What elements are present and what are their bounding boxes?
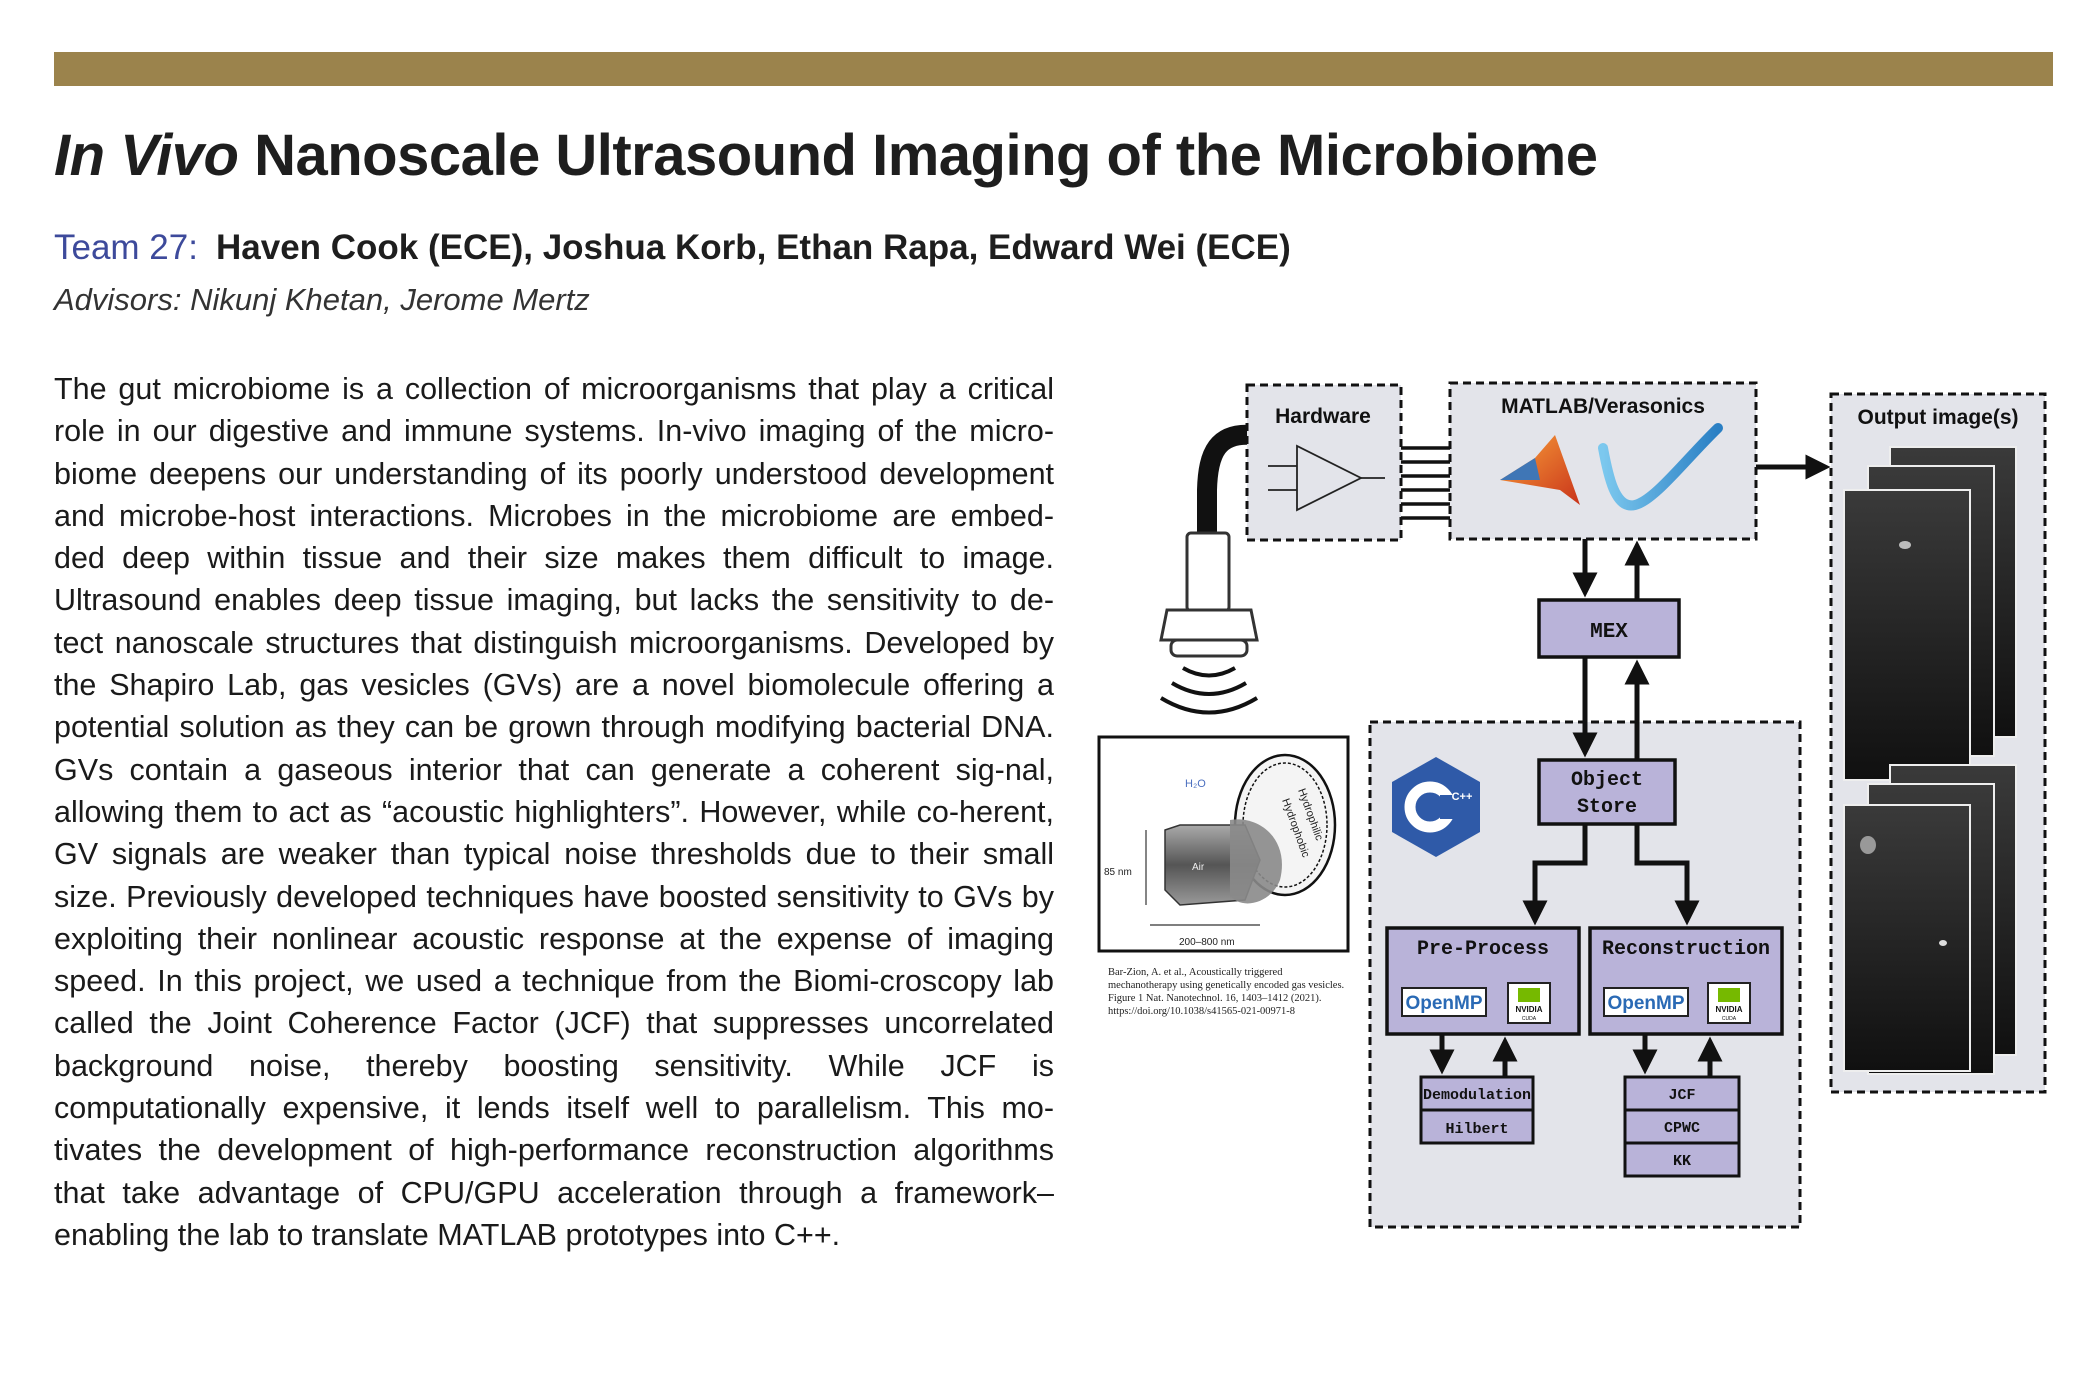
reconstruction-label: Reconstruction [1602,938,1770,961]
gv-height-label: 85 nm [1104,867,1132,878]
hardware-box [1245,383,1403,542]
amplifier-icon [1268,444,1385,512]
team-members: Haven Cook (ECE), Joshua Korb, Ethan Rap… [215,228,1291,267]
openmp-text-2: OpenMP [1607,993,1684,1014]
kk-box [1623,1141,1741,1178]
mex-label: MEX [1590,621,1628,644]
arrow-store-to-preprocess [1522,824,1588,926]
cuda-text: CUDA [1522,1016,1537,1022]
abstract-text: The gut microbiome is a collection of mi… [54,372,1054,1252]
hilbert-label: Hilbert [1445,1121,1508,1138]
title-italic: In Vivo [54,123,239,188]
cpp-logo-text: C++ [1452,791,1473,803]
nvidia-cuda-logo-icon: NVIDIA CUDA [1507,982,1551,1024]
figure-citation: Bar-Zion, A. et al., Acoustically trigge… [1108,967,1345,1017]
arrow-store-to-reconstruction [1634,824,1700,926]
object-store-box [1537,758,1677,826]
ultrasound-image-stack-2 [1843,764,2017,1075]
nvidia-text-2: NVIDIA [1715,1005,1742,1014]
advisors: Advisors: Nikunj Khetan, Jerome Mertz [54,282,590,317]
mex-box [1537,598,1681,659]
ultrasound-probe-icon [1159,424,1263,715]
nvidia-cuda-logo-icon-2: NVIDIA CUDA [1707,982,1751,1024]
cpwc-box [1623,1108,1741,1145]
poster-title: In Vivo Nanoscale Ultrasound Imaging of … [54,122,1598,189]
hardware-label: Hardware [1275,405,1371,428]
nvidia-text: NVIDIA [1515,1005,1542,1014]
cpwc-label: CPWC [1664,1120,1700,1137]
output-label: Output image(s) [1858,406,2019,429]
team-colon: : [188,228,198,267]
team-label: Team 27 [54,228,189,267]
cuda-text-2: CUDA [1722,1016,1737,1022]
team-line: Team 27: Haven Cook (ECE), Joshua Korb, E… [54,228,1291,268]
header-color-bar [54,52,2053,86]
matlab-logo-icon [1500,435,1580,505]
kk-label: KK [1673,1153,1691,1170]
verasonics-logo-icon [1598,423,1723,511]
preprocess-label: Pre-Process [1417,938,1549,961]
gv-air-label: Air [1192,862,1205,873]
system-diagram: Hardware MATLAB/Verasonics Output image(… [1097,381,2047,1229]
gv-width-label: 200–800 nm [1179,937,1235,948]
hilbert-box [1419,1108,1535,1145]
openmp-logo-icon: OpenMP [1401,987,1487,1017]
object-store-label-1: Object [1571,769,1643,792]
openmp-text: OpenMP [1405,993,1482,1014]
object-store-label-2: Store [1577,796,1637,819]
gas-vesicle-illustration: H₂O Air 85 nm 200–800 nm Hydrophilic Hyd… [1104,753,1337,948]
gv-h2o-label: H₂O [1185,778,1206,790]
bus-lines [1401,446,1450,520]
jcf-label: JCF [1668,1087,1695,1104]
cpp-logo-icon: C++ [1392,757,1480,857]
title-rest: Nanoscale Ultrasound Imaging of the Micr… [238,123,1598,188]
openmp-logo-icon-2: OpenMP [1603,987,1689,1017]
demodulation-label: Demodulation [1423,1087,1531,1104]
matlab-label: MATLAB/Verasonics [1501,395,1705,418]
ultrasound-image-stack-1 [1843,446,2017,781]
